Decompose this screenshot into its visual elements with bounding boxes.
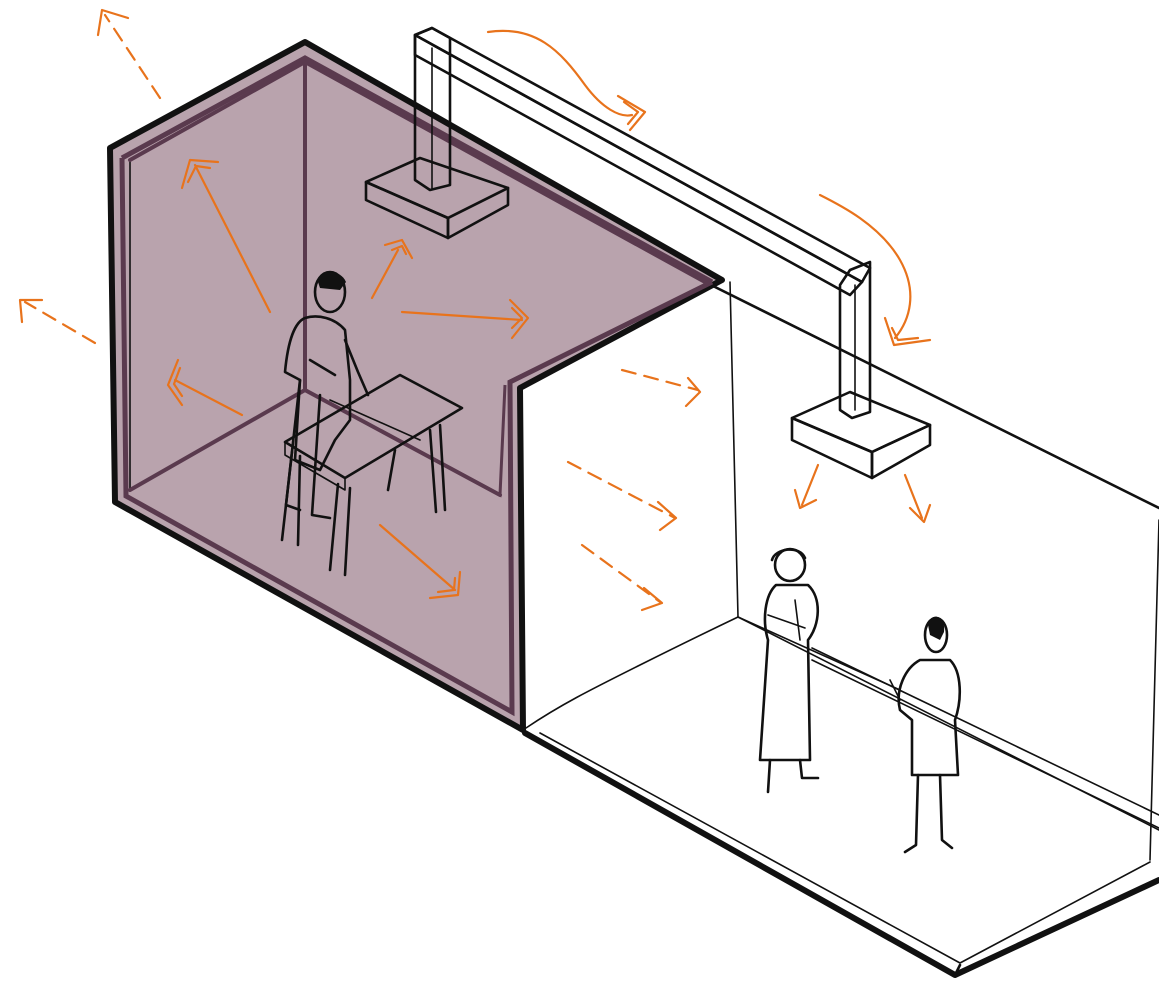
standing-man [890,617,960,852]
arrow-outside-top [105,15,160,98]
woman-body [760,585,818,760]
arrow-outside-left [25,302,95,343]
arrow-wavy-top [488,31,632,116]
open-room-far-wall [1150,520,1159,860]
open-room-bench [812,648,1159,828]
